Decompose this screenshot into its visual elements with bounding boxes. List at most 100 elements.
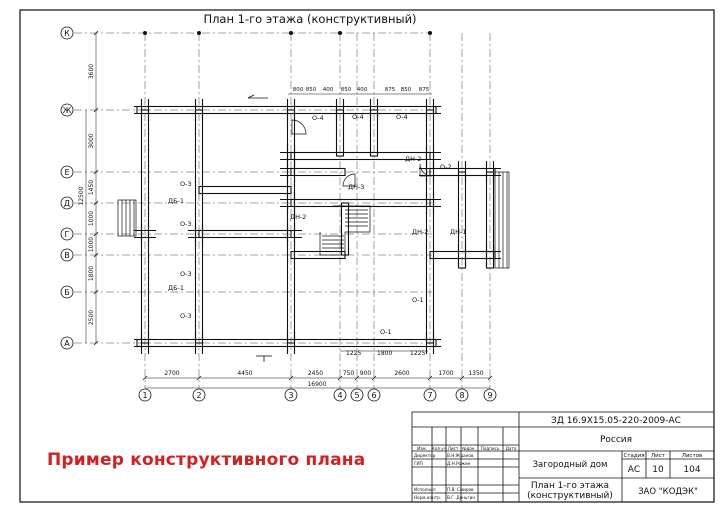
stamp-hdr-sheets: Листов	[682, 453, 703, 459]
stamp-name: П.В. Смиров	[447, 487, 474, 492]
row-axis-label: Е	[64, 168, 69, 177]
col-axis-bubble	[284, 388, 298, 402]
dim-left: 2500	[88, 310, 95, 325]
label-o3-c: О-3	[180, 270, 192, 278]
dim-tick	[459, 375, 465, 381]
dim-left: 1000	[88, 211, 95, 226]
porch-steps-right	[494, 171, 510, 269]
wall-segment	[335, 109, 345, 157]
log-corner	[451, 161, 473, 183]
dim-total-bottom: 16900	[307, 381, 326, 388]
col-axis-label: 4	[337, 391, 342, 400]
log-corner	[419, 99, 441, 121]
log-corner	[451, 244, 473, 266]
col-axis-bubble	[423, 388, 437, 402]
stamp-col: №док.	[462, 446, 476, 451]
title-block-text: ЗД 16.9Х15.05-220-2009-АС Россия Загород…	[414, 416, 702, 501]
stamp-name: В.Г. Деньгин	[447, 495, 475, 500]
dim-top: 400	[357, 87, 368, 93]
wall-segment	[290, 151, 431, 161]
stamp-sheet-title-2: (конструктивный)	[527, 491, 613, 501]
stamp-col: Подпись	[481, 446, 500, 451]
wall-segment	[429, 250, 496, 260]
dim-interior: 1225	[346, 350, 361, 357]
wall-segment	[198, 229, 292, 239]
stamp-country: Россия	[600, 435, 632, 445]
dim-tick	[93, 30, 99, 36]
row-axis-bubble	[60, 103, 74, 117]
dim-tick	[93, 169, 99, 175]
stamp-role: Норм.контр.	[414, 495, 441, 500]
col-axis-bubble	[333, 388, 347, 402]
dim-interior: 1225	[410, 350, 425, 357]
wall-segment	[457, 171, 467, 269]
col-axis-bubble	[192, 388, 206, 402]
interior-dims: 1225 1800 1225	[340, 350, 428, 357]
stamp-col: Лист	[448, 446, 459, 451]
stamp-name: В.Н.Жданов	[447, 453, 474, 458]
dim-total-left: 12500	[78, 186, 85, 205]
col-axis-label: 3	[288, 391, 293, 400]
col-axis-label: 9	[487, 391, 492, 400]
dim-left: 3600	[88, 64, 95, 79]
dim-tick	[93, 200, 99, 206]
log-corner	[280, 145, 302, 167]
dim-bottom: 2700	[164, 370, 179, 377]
dim-left: 1450	[88, 180, 95, 195]
dim-interior: 1800	[377, 350, 392, 357]
label-dn2-b: ДН-2	[405, 155, 421, 163]
log-corner	[419, 145, 441, 167]
axis-dot	[197, 31, 201, 35]
stamp-col: Дата	[506, 446, 517, 451]
wall-segment	[485, 171, 495, 269]
stamp-hdr-stage: Стадия	[623, 453, 644, 459]
axis-dot	[289, 31, 293, 35]
row-axis-bubble	[60, 165, 74, 179]
log-corner	[134, 99, 156, 121]
row-axis-bubble	[60, 285, 74, 299]
row-axis-bubble	[60, 336, 74, 350]
wall-segment	[425, 109, 435, 344]
dim-bottom: 900	[360, 370, 372, 377]
label-o1-b: О-1	[380, 328, 392, 336]
label-db1-b: ДБ-1	[168, 284, 184, 292]
dim-bottom: 1700	[438, 370, 453, 377]
log-corner	[280, 332, 302, 354]
dim-tick	[93, 107, 99, 113]
row-axis-label: Б	[64, 288, 70, 297]
col-axis-label: 1	[142, 391, 147, 400]
col-axis-label: 8	[459, 391, 464, 400]
caption: Пример конструктивного плана	[47, 450, 366, 470]
label-o3-a: О-3	[180, 180, 192, 188]
dim-top: 400	[323, 87, 334, 93]
log-walls	[134, 99, 501, 354]
dim-tick	[93, 340, 99, 346]
row-axis-label: К	[64, 29, 70, 38]
opening-labels: О-4 О-4 О-4 О-3 О-3 О-3 О-3 ДБ-1 ДБ-1 ДН…	[168, 113, 466, 336]
dim-tick	[196, 375, 202, 381]
log-corner	[280, 192, 302, 214]
wall-segment	[290, 167, 346, 177]
row-axis-label: Г	[65, 230, 70, 239]
log-corner	[134, 223, 156, 245]
door-swings	[291, 119, 433, 187]
dim-tick	[288, 375, 294, 381]
col-axis-bubble	[350, 388, 364, 402]
stamp-col: Кол.уч	[432, 446, 447, 451]
log-corner	[280, 223, 302, 245]
dim-bottom: 2450	[308, 370, 323, 377]
label-o4-b: О-4	[352, 113, 364, 121]
log-corner	[134, 332, 156, 354]
row-axis-bubble	[60, 26, 74, 40]
row-axis-label: Ж	[63, 106, 72, 115]
log-corner	[329, 99, 351, 121]
row-axis-bubble	[60, 196, 74, 210]
wall-segment	[198, 185, 292, 195]
stamp-hdr-sheet: Лист	[651, 453, 666, 459]
label-dn2-c: ДН-2	[412, 228, 428, 236]
dim-bottom: 2600	[394, 370, 409, 377]
stamp-sheets: 104	[683, 465, 700, 475]
row-axis-bubble	[60, 248, 74, 262]
